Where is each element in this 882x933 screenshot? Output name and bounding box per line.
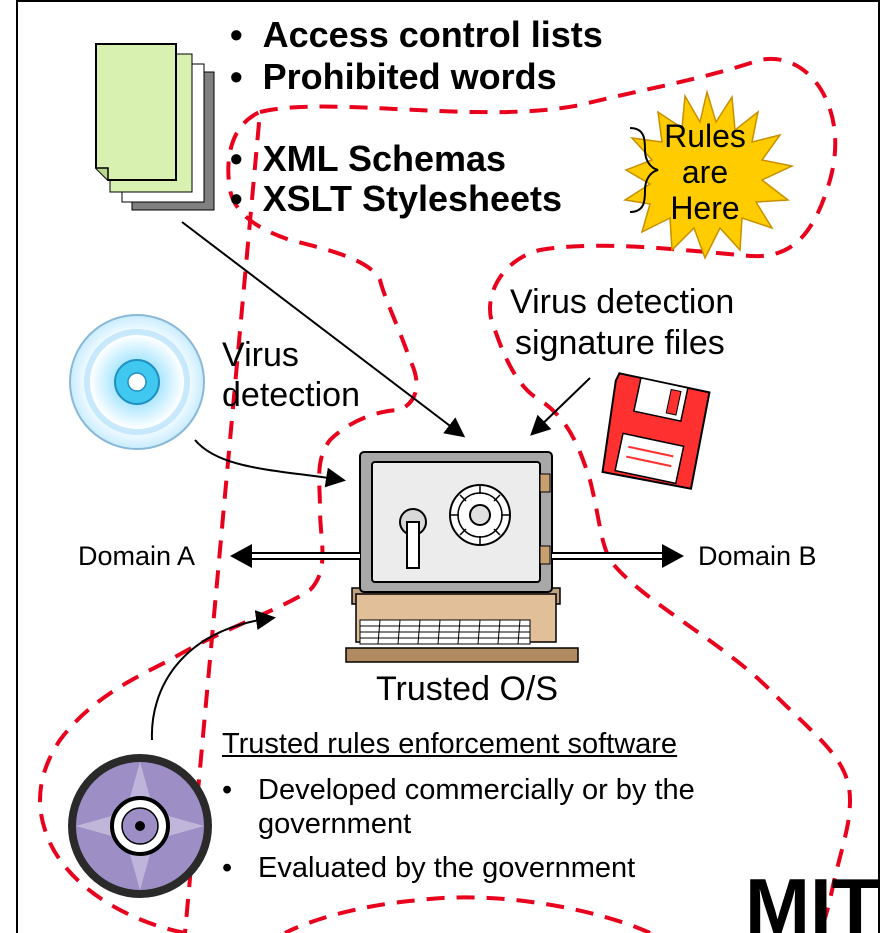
list-item-label: Prohibited words xyxy=(262,56,557,97)
list-item-label: XML Schemas xyxy=(262,138,507,179)
software-bullet-2: • xyxy=(222,852,233,884)
slide-frame xyxy=(16,0,880,933)
software-bullet-2-text: Evaluated by the government xyxy=(258,852,636,884)
virus-detection-label-line2: detection xyxy=(222,376,360,414)
list-item-label: Access control lists xyxy=(262,14,603,55)
virus-detection-label-line1: Virus xyxy=(222,336,299,374)
signature-to-computer-arrow xyxy=(530,377,591,436)
virus-signature-label-line1: Virus detection xyxy=(510,283,735,321)
software-bullet-1-line2: government xyxy=(258,808,412,840)
software-bullet-1: • xyxy=(222,774,233,806)
list-item-prohibited-words: • Prohibited words xyxy=(230,56,557,97)
trusted-computer-icon xyxy=(345,451,579,663)
rules-burst-label: Rules are Here xyxy=(660,118,750,226)
domain-b-arrow xyxy=(552,544,684,568)
list-item-xslt-stylesheets: • XSLT Stylesheets xyxy=(230,178,563,219)
floppy-disk-icon xyxy=(601,372,711,490)
trusted-boundary xyxy=(38,56,853,933)
burst-line: Rules xyxy=(664,118,746,154)
enforcement-software-cd-icon xyxy=(68,754,212,898)
software-to-computer-arrow xyxy=(150,610,276,741)
list-item-label: XSLT Stylesheets xyxy=(262,178,563,219)
rules-burst-shape xyxy=(622,89,795,260)
document-stack-icon xyxy=(95,43,215,211)
virus-detection-cd-icon xyxy=(69,314,205,450)
brace-shape xyxy=(629,127,659,213)
domain-a-arrow xyxy=(230,544,360,568)
burst-line: are xyxy=(681,154,729,190)
logo-text: MITI xyxy=(745,862,882,933)
burst-line: Here xyxy=(670,190,740,226)
domain-b-label: Domain B xyxy=(698,541,817,571)
trusted-os-label: Trusted O/S xyxy=(376,670,559,708)
documents-to-computer-arrow xyxy=(181,221,466,438)
virus-signature-label-line2: signature files xyxy=(515,324,725,362)
virus-detection-to-computer-arrow xyxy=(194,439,346,488)
list-item-access-control: • Access control lists xyxy=(230,14,603,55)
software-heading: Trusted rules enforcement software xyxy=(222,728,678,760)
domain-a-label: Domain A xyxy=(78,541,196,571)
software-bullet-1-line1: Developed commercially or by the xyxy=(258,774,695,806)
list-item-xml-schemas: • XML Schemas xyxy=(230,138,507,179)
